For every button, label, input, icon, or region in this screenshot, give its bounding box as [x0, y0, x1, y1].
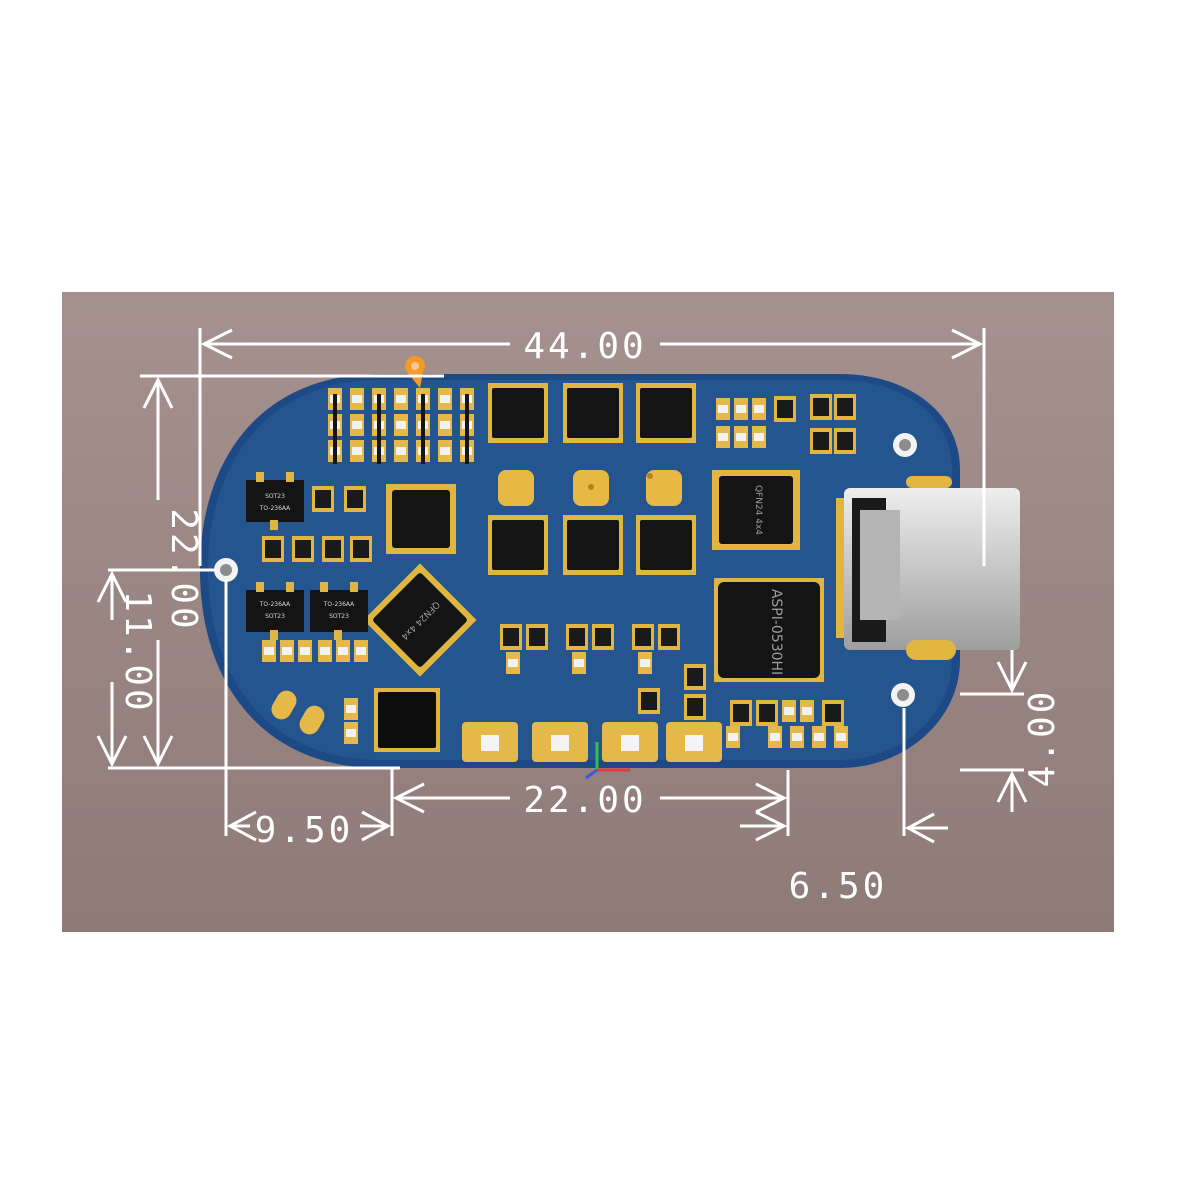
mosfet-mid-1 — [488, 515, 548, 575]
capacitor-array-top-left — [328, 388, 474, 464]
dim-connector-offset: 4.00 — [1022, 689, 1063, 788]
qfn-chip-left — [386, 484, 456, 554]
mosfet-top-1 — [488, 383, 548, 443]
sot23-top-left: SOT23 TO-236AA — [246, 472, 304, 530]
mounting-hole-left — [214, 558, 238, 582]
qfn-chip-right: QFN24 4x4 — [712, 470, 800, 550]
mounting-hole-top-right — [893, 433, 917, 457]
sot23-bottom-left-sub: TO-236AA — [259, 601, 291, 608]
dim-hole-height: 11.00 — [117, 590, 158, 713]
passive-components-left — [262, 486, 372, 744]
mosfet-top-3 — [636, 383, 696, 443]
led-pads-bottom — [462, 722, 722, 780]
mosfet-top-2 — [563, 383, 623, 443]
dim-overall-length: 44.00 — [523, 326, 646, 367]
qfn-right-label: QFN24 4x4 — [753, 485, 763, 535]
sot23-bottom-left: TO-236AA SOT23 — [246, 582, 304, 640]
dim-overall-height: 22.00 — [163, 508, 204, 631]
sot23-bottom-right-sub: TO-236AA — [323, 601, 355, 608]
dim-right-hole-offset: 6.50 — [789, 866, 888, 907]
gold-test-pads — [498, 470, 682, 506]
usb-c-connector — [836, 476, 1020, 660]
mounting-hole-bottom-right — [891, 683, 915, 707]
sot23-top-left-sub: TO-236AA — [259, 505, 291, 512]
inductor-label: ASPI-0530HI — [768, 589, 784, 675]
sot23-bottom-right-label: SOT23 — [329, 613, 349, 620]
dim-hole-offset-left: 9.50 — [255, 810, 354, 851]
ic-bottom — [374, 688, 440, 752]
sot23-top-left-label: SOT23 — [265, 493, 285, 500]
mosfet-mid-2 — [563, 515, 623, 575]
mosfet-mid-3 — [636, 515, 696, 575]
dimension-lines — [96, 328, 1028, 844]
inductor: ASPI-0530HI — [714, 578, 824, 682]
sot23-bottom-right: TO-236AA SOT23 — [310, 582, 368, 640]
sot23-bottom-left-label: SOT23 — [265, 613, 285, 620]
dim-hole-spacing: 22.00 — [523, 780, 646, 821]
